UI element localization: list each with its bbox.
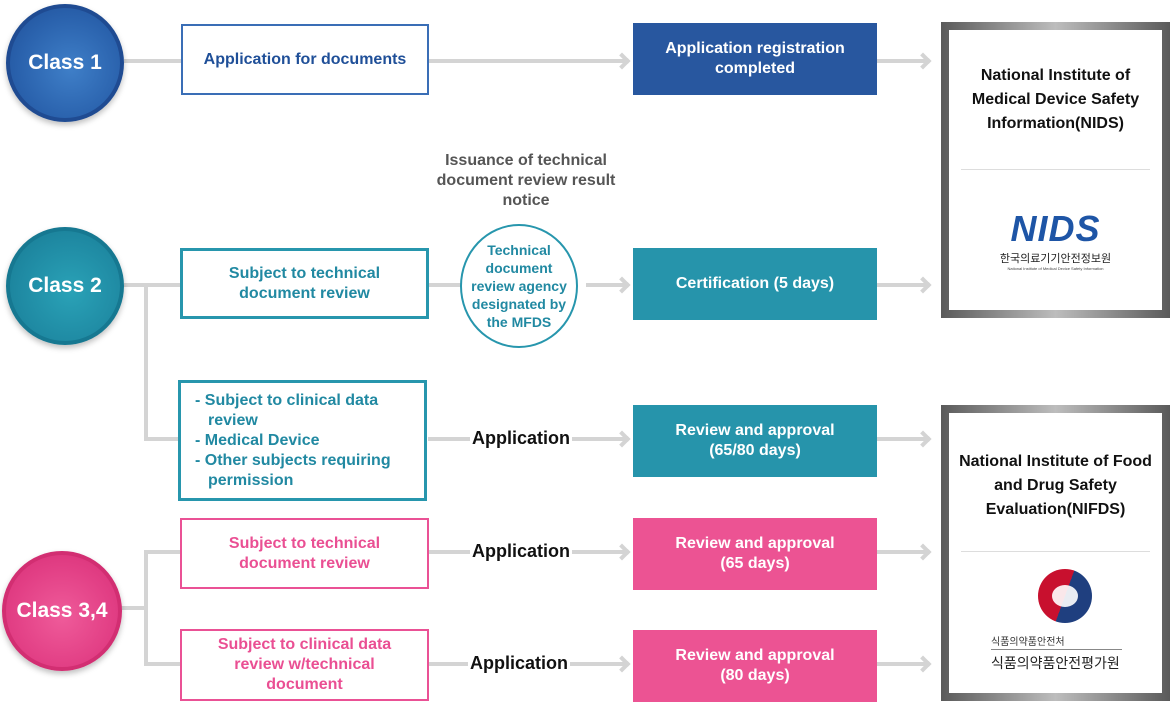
arrow-icon: [914, 543, 932, 561]
class-1-label: Class 1: [28, 51, 102, 74]
connector-class34-clinical-review-to-nifds: [877, 662, 927, 666]
connector-class34-stub: [120, 606, 148, 610]
class2-tech-input-box: Subject to technical document review: [180, 248, 429, 319]
class34-clinical-input-box: Subject to clinical data review w/techni…: [180, 629, 429, 701]
connector-class2-to-tech: [124, 283, 182, 287]
divider: [991, 649, 1122, 650]
connector-class2-review-to-nifds: [877, 437, 927, 441]
divider: [961, 551, 1150, 552]
class-2-circle: Class 2: [6, 227, 124, 345]
class-34-label: Class 3,4: [16, 599, 108, 622]
class1-result-box: Application registration completed: [633, 23, 877, 95]
class2-clinical-input-box: - Subject to clinical data review - Medi…: [178, 380, 427, 501]
class2-application-label: Application: [470, 428, 572, 449]
class34-tech-input-box: Subject to technical document review: [180, 518, 429, 589]
class-34-circle: Class 3,4: [2, 551, 122, 671]
arrow-icon: [613, 543, 631, 561]
clinical-item: - Other subjects requiring permission: [195, 451, 391, 489]
clinical-items-list: - Subject to clinical data review - Medi…: [195, 391, 424, 491]
class34-tech-review-box: Review and approval (65 days): [633, 518, 877, 590]
connector-class2-agency-to-cert: [586, 283, 626, 287]
nifds-emblem-icon: [1038, 569, 1092, 623]
nids-logo-korean: 한국의료기기안전정보원: [999, 252, 1112, 265]
arrow-icon: [613, 52, 631, 70]
notice-label: Issuance of technical document review re…: [436, 152, 616, 209]
connector-class2-cert-to-nids: [877, 283, 927, 287]
nifds-logo-korean: 식품의약품안전평가원: [991, 656, 1120, 672]
arrow-icon: [914, 430, 932, 448]
connector-class2-tech-to-agency: [428, 283, 464, 287]
arrow-icon: [613, 655, 631, 673]
class2-certification-box: Certification (5 days): [633, 248, 877, 320]
connector-class34-to-clinical: [144, 662, 182, 666]
nids-title: National Institute of Medical Device Saf…: [971, 67, 1140, 132]
review-agency-circle: Technical document review agency designa…: [460, 224, 578, 348]
clinical-item: - Medical Device: [195, 431, 320, 449]
nids-logo-subtitle: National Institute of Medical Device Saf…: [1007, 266, 1104, 271]
connector-class1-result-to-nids: [877, 59, 927, 63]
class34-clinical-application-label: Application: [468, 653, 570, 674]
arrow-icon: [914, 52, 932, 70]
arrow-icon: [914, 655, 932, 673]
class1-input-box: Application for documents: [181, 24, 429, 95]
connector-class2-branch-vertical: [144, 283, 148, 441]
connector-class1-input-to-result: [428, 59, 626, 63]
connector-class1-to-input: [124, 59, 182, 63]
class2-review-approval-box: Review and approval (65/80 days): [633, 405, 877, 477]
arrow-icon: [914, 276, 932, 294]
class34-clinical-review-box: Review and approval (80 days): [633, 630, 877, 702]
divider: [961, 169, 1150, 170]
class34-tech-application-label: Application: [470, 541, 572, 562]
nids-panel: National Institute of Medical Device Saf…: [941, 22, 1170, 318]
connector-class34-to-tech: [144, 550, 182, 554]
nids-logo: NIDS 한국의료기기안전정보원 National Institute of M…: [949, 208, 1162, 272]
connector-class34-tech-review-to-nifds: [877, 550, 927, 554]
nifds-panel: National Institute of Food and Drug Safe…: [941, 405, 1170, 701]
class-2-label: Class 2: [28, 274, 102, 297]
arrow-icon: [613, 430, 631, 448]
clinical-item: - Subject to clinical data review: [195, 391, 379, 429]
nifds-logo-korean-top: 식품의약품안전처: [991, 637, 1065, 648]
connector-class34-branch-vertical: [144, 550, 148, 666]
nids-logo-wordmark: NIDS: [1010, 208, 1101, 249]
connector-class2-to-clinical: [144, 437, 182, 441]
class-1-circle: Class 1: [6, 4, 124, 122]
nifds-title: National Institute of Food and Drug Safe…: [959, 453, 1152, 518]
arrow-icon: [613, 276, 631, 294]
